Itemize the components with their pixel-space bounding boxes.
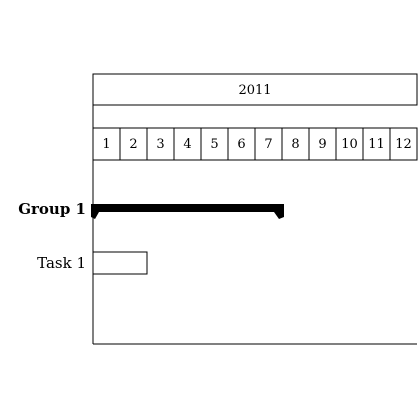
month-label: 11: [368, 137, 385, 152]
month-cell: [173, 127, 202, 161]
month-cell: [254, 127, 283, 161]
month-label: 7: [264, 137, 272, 152]
month-label: 10: [341, 137, 358, 152]
year-label: 2011: [238, 83, 271, 98]
group-bar: [91, 204, 284, 219]
month-label: 5: [210, 137, 218, 152]
month-label: 2: [129, 137, 137, 152]
month-cell: [281, 127, 310, 161]
task-label: Task 1: [37, 254, 86, 272]
month-label: 9: [318, 137, 326, 152]
month-label: 1: [102, 137, 110, 152]
month-cell: [119, 127, 148, 161]
month-cell: [389, 127, 418, 161]
month-cell: [92, 127, 121, 161]
task-bar: [92, 251, 148, 275]
month-cell: [308, 127, 337, 161]
month-label: 4: [183, 137, 191, 152]
month-cell: [362, 127, 391, 161]
year-header-box: [92, 73, 418, 106]
month-label: 8: [291, 137, 299, 152]
month-label: 6: [237, 137, 245, 152]
month-cell: [200, 127, 229, 161]
month-label: 3: [156, 137, 164, 152]
month-label: 12: [395, 137, 412, 152]
group-label: Group 1: [18, 200, 86, 218]
gantt-rows: Group 1 Task 1: [18, 200, 284, 275]
month-cell: [227, 127, 256, 161]
